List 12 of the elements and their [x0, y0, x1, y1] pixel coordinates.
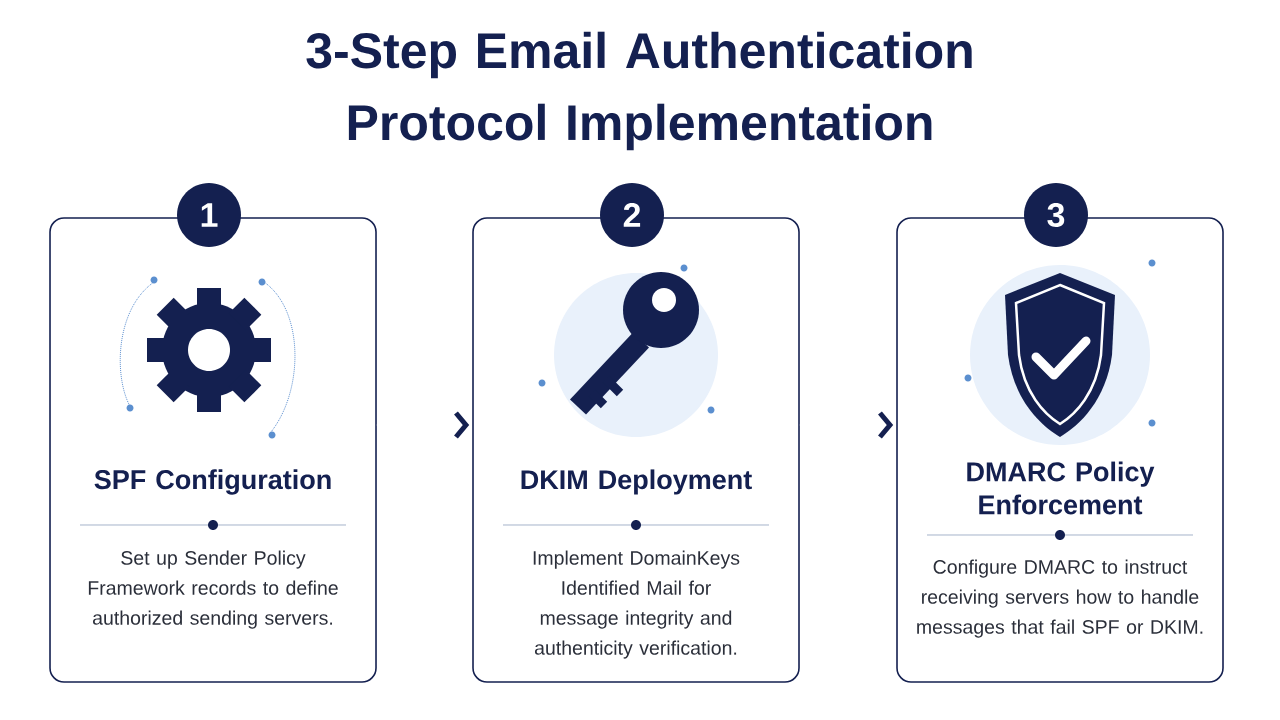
step-number-badge: 3 — [1024, 183, 1088, 247]
step-number-badge: 2 — [600, 183, 664, 247]
step-number-badge: 1 — [177, 183, 241, 247]
chevron-arrow — [376, 411, 470, 439]
card-description: Configure DMARC to instruct receiving servers how to handle messages that fail SPF or DKIM. — [917, 559, 1203, 638]
card-description: Set up Sender Policy Framework records to define authorized sending servers. — [88, 550, 338, 629]
card-heading: DKIM Deployment — [521, 469, 752, 495]
chevron-arrow — [799, 411, 894, 439]
card-heading: DMARC Policy Enforcement — [967, 461, 1155, 515]
card-heading: SPF Configuration — [94, 469, 331, 495]
title: 3-Step Email Authentication Protocol Implementation — [306, 31, 972, 151]
card-description: Implement DomainKeys Identified Mail for message integrity and authenticity verification. — [533, 550, 740, 659]
